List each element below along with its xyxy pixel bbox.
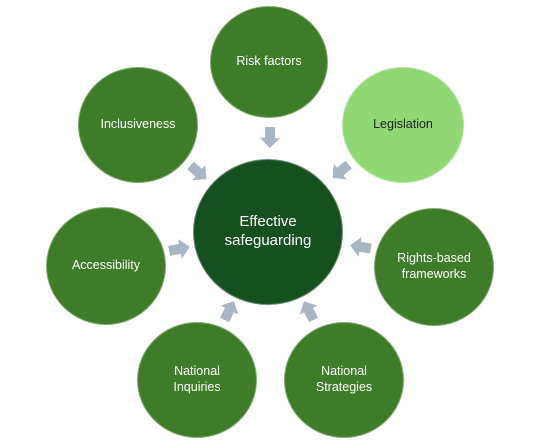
- node-inclusiveness: Inclusiveness: [78, 67, 198, 183]
- node-risk-factors: Risk factors: [210, 6, 328, 118]
- node-inclusiveness-label: Inclusiveness: [100, 117, 176, 132]
- arrow-rights-based-frameworks: [350, 236, 372, 257]
- node-risk-factors-label: Risk factors: [236, 54, 302, 69]
- arrow-national-strategies: [299, 301, 319, 323]
- node-legislation: Legislation: [342, 67, 464, 183]
- arrow-risk-factors: [259, 126, 280, 148]
- arrow-inclusiveness: [187, 161, 207, 181]
- arrow-legislation: [332, 160, 352, 180]
- node-legislation-label: Legislation: [373, 117, 433, 132]
- arrow-national-inquiries: [220, 301, 239, 323]
- node-accessibility-label: Accessibility: [71, 258, 141, 273]
- arrow-accessibility: [168, 238, 190, 259]
- node-accessibility: Accessibility: [46, 207, 166, 325]
